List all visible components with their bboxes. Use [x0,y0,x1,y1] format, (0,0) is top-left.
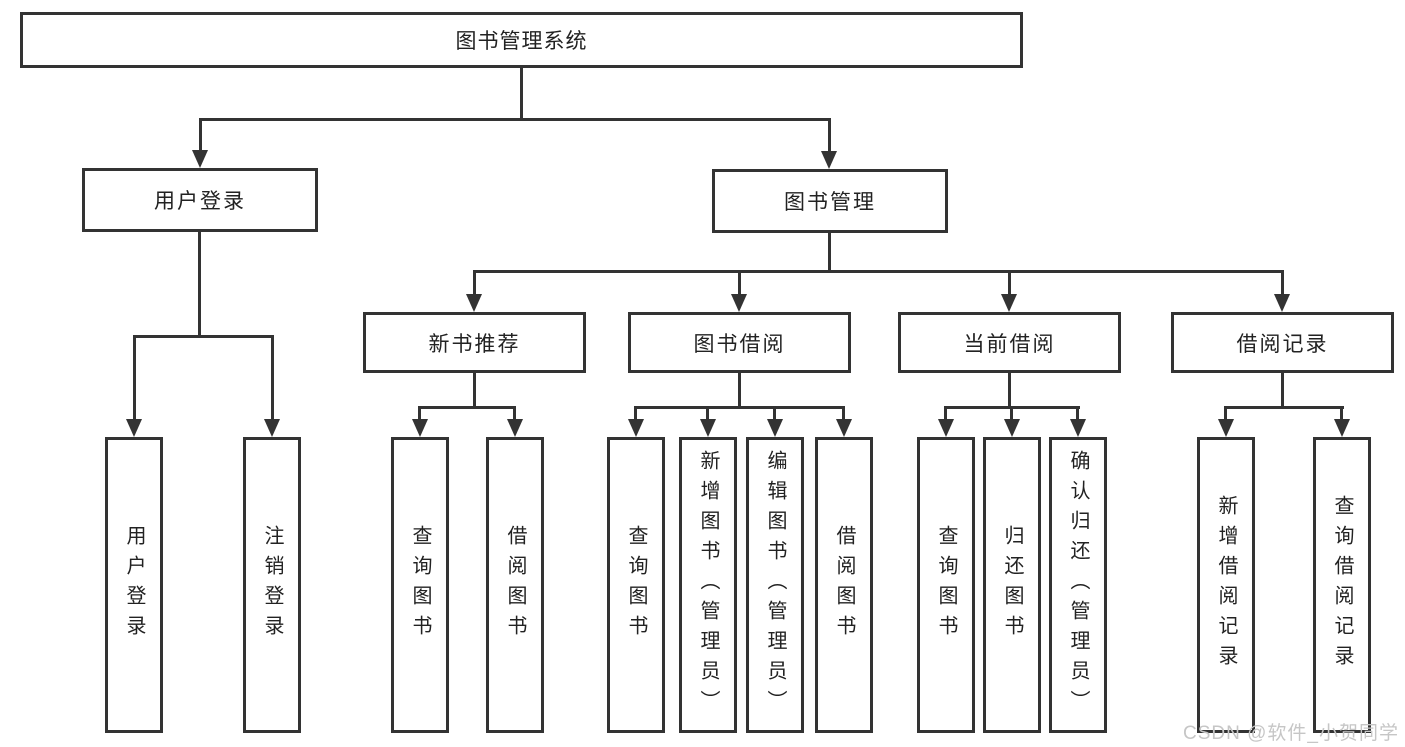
connector-vline [738,373,741,406]
connector-vline [828,233,831,270]
arrow-down-icon [1218,419,1234,437]
node-label: 当前借阅 [963,332,1056,356]
leaf-add-borrow-record: 新增借阅记录 [1197,437,1255,733]
connector-vline [773,406,776,419]
arrow-down-icon [507,419,523,437]
leaf-label: 注销登录 [261,525,283,645]
connector-vline [1281,270,1284,294]
connector-vline [1008,373,1011,406]
connector-vline [738,270,741,294]
arrow-down-icon [412,419,428,437]
node-current-borrowing: 当前借阅 [898,312,1121,373]
arrow-down-icon [700,419,716,437]
connector-vline [198,232,201,335]
node-label: 图书借阅 [693,332,786,356]
leaf-borrow-books-recommend: 借阅图书 [486,437,544,733]
connector-hline [199,118,831,121]
arrow-down-icon [938,419,954,437]
connector-hline [418,406,516,409]
arrow-down-icon [731,294,747,312]
node-new-book-recommendation: 新书推荐 [363,312,586,373]
connector-vline [513,406,516,419]
leaf-user-login: 用户登录 [105,437,163,733]
node-user-login: 用户登录 [82,168,318,232]
leaf-label: 查询图书 [409,525,431,645]
connector-vline [199,118,202,150]
node-book-management: 图书管理 [712,169,948,233]
arrow-down-icon [1274,294,1290,312]
leaf-label: 归还图书 [1001,525,1023,645]
connector-vline [828,118,831,151]
leaf-logout: 注销登录 [243,437,301,733]
arrow-down-icon [767,419,783,437]
connector-vline [473,270,476,294]
leaf-label: 借阅图书 [504,525,526,645]
leaf-label: 用户登录 [123,525,145,645]
connector-vline [944,406,947,419]
leaf-return-books: 归还图书 [983,437,1041,733]
arrow-down-icon [264,419,280,437]
connector-vline [1008,270,1011,294]
arrow-down-icon [1070,419,1086,437]
leaf-query-books-recommend: 查询图书 [391,437,449,733]
leaf-label: 新增借阅记录 [1215,495,1237,675]
leaf-label: 新增图书（管理员） [697,450,719,720]
csdn-watermark: CSDN @软件_小贺同学 [1183,723,1399,744]
arrow-down-icon [836,419,852,437]
connector-vline [634,406,637,419]
node-label: 图书管理系统 [455,30,588,53]
leaf-label: 确认归还（管理员） [1067,450,1089,720]
connector-hline [634,406,845,409]
node-book-borrowing: 图书借阅 [628,312,851,373]
connector-vline [520,68,523,118]
connector-vline [1281,373,1284,406]
connector-vline [842,406,845,419]
leaf-edit-books-admin: 编辑图书（管理员） [746,437,804,733]
leaf-query-books-current: 查询图书 [917,437,975,733]
connector-vline [1076,406,1079,419]
node-label: 用户登录 [154,190,246,213]
node-root-library-system: 图书管理系统 [20,12,1023,68]
connector-hline [473,270,1284,273]
node-label: 借阅记录 [1236,332,1329,356]
connector-vline [1010,406,1013,419]
connector-vline [271,335,274,419]
leaf-borrow-books-borrow: 借阅图书 [815,437,873,733]
leaf-add-books-admin: 新增图书（管理员） [679,437,737,733]
arrow-down-icon [628,419,644,437]
arrow-down-icon [1334,419,1350,437]
leaf-query-books-borrow: 查询图书 [607,437,665,733]
connector-vline [418,406,421,419]
arrow-down-icon [1004,419,1020,437]
arrow-down-icon [821,151,837,169]
node-label: 图书管理 [784,191,876,214]
leaf-confirm-return-admin: 确认归还（管理员） [1049,437,1107,733]
connector-hline [1224,406,1344,409]
arrow-down-icon [466,294,482,312]
leaf-query-borrow-record: 查询借阅记录 [1313,437,1371,733]
arrow-down-icon [1001,294,1017,312]
connector-vline [1224,406,1227,419]
connector-vline [473,373,476,406]
connector-hline [133,335,273,338]
leaf-label: 查询图书 [625,525,647,645]
connector-vline [706,406,709,419]
leaf-label: 编辑图书（管理员） [764,450,786,720]
arrow-down-icon [192,150,208,168]
arrow-down-icon [126,419,142,437]
leaf-label: 借阅图书 [833,525,855,645]
leaf-label: 查询图书 [935,525,957,645]
connector-vline [1340,406,1343,419]
node-borrowing-records: 借阅记录 [1171,312,1394,373]
node-label: 新书推荐 [428,332,521,356]
leaf-label: 查询借阅记录 [1331,495,1353,675]
connector-vline [133,335,136,419]
